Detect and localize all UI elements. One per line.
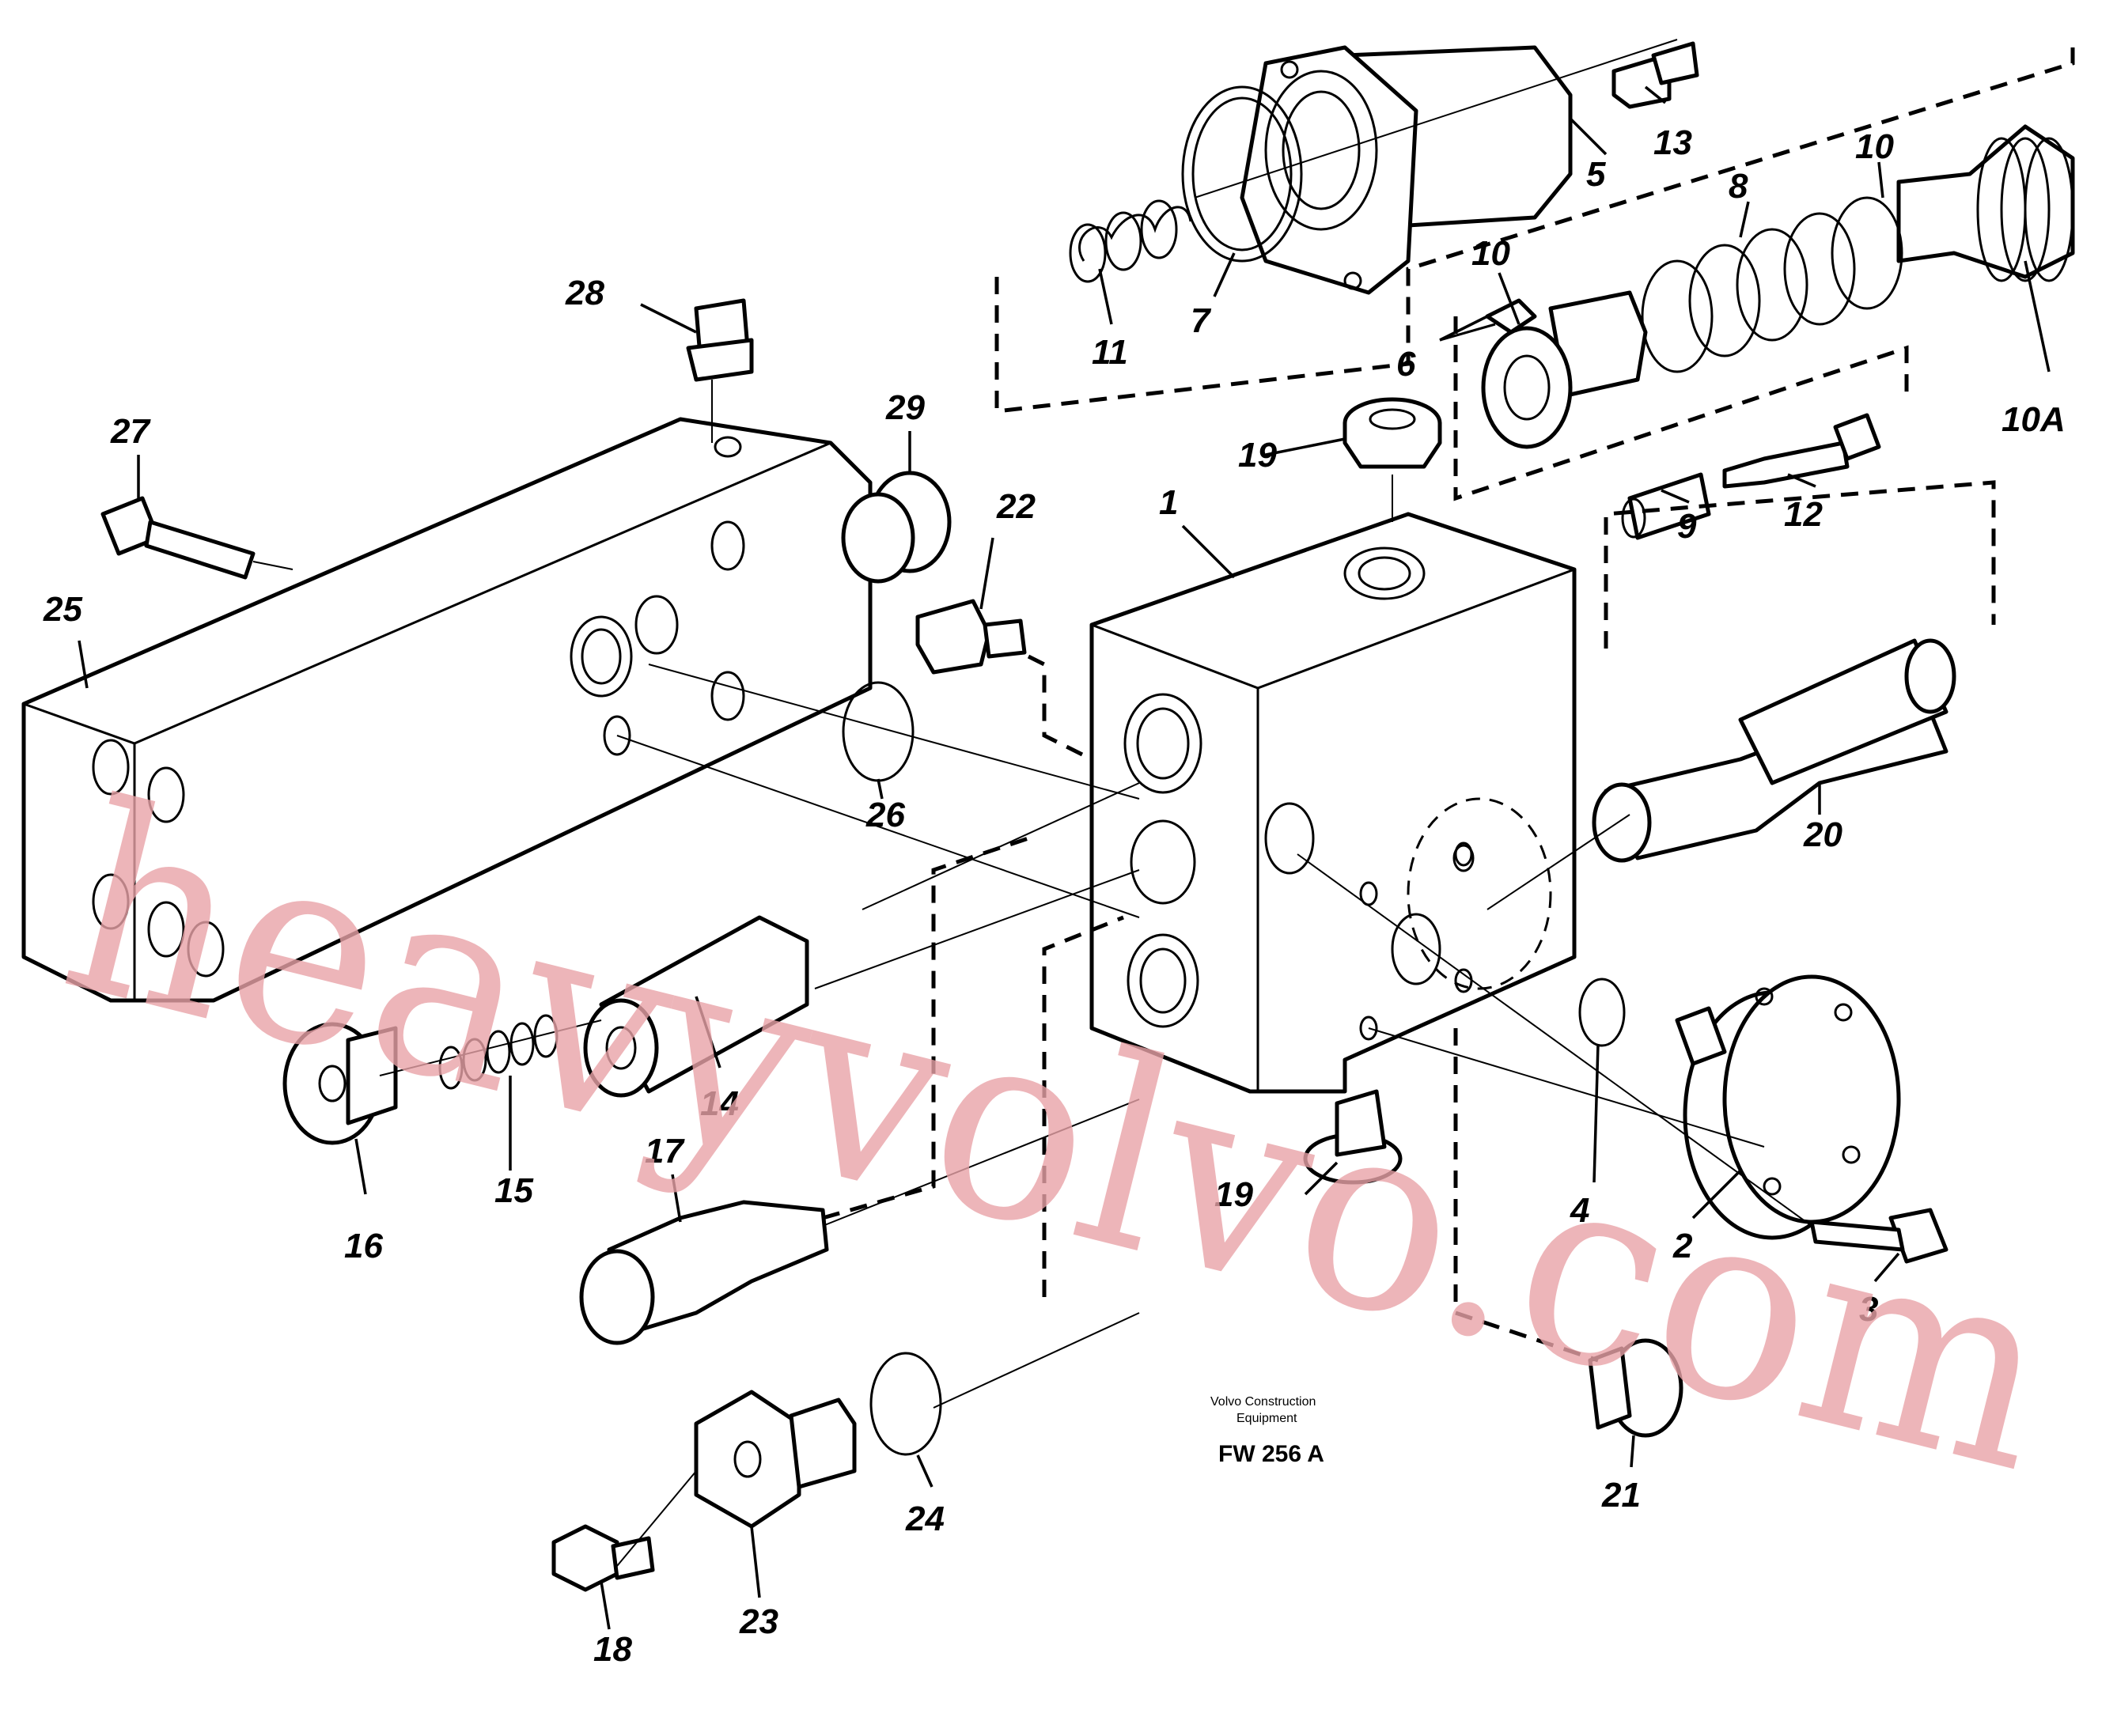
callout-6: 6 <box>1396 345 1416 384</box>
callout-29: 29 <box>885 388 925 427</box>
dashed-connector-23 <box>1042 915 1124 1297</box>
part-23-adapter <box>694 1390 857 1529</box>
part-4-o-ring <box>1578 978 1626 1047</box>
callout-10-a: 10 <box>1471 234 1510 273</box>
callout-16: 16 <box>344 1227 383 1265</box>
callout-labels: 1 2 3 4 5 6 7 8 9 10 10 10A 11 12 13 14 … <box>43 123 2066 1669</box>
part-8-spring <box>1641 196 1903 373</box>
figure-id: FW 256 A <box>1218 1441 1324 1467</box>
part-10-plunger <box>1896 124 2075 282</box>
callout-9: 9 <box>1677 507 1697 546</box>
part-22-fitting <box>915 599 1027 675</box>
part-18-fitting <box>551 1524 655 1592</box>
callout-26: 26 <box>865 796 905 834</box>
part-17-cartridge-valve <box>579 1200 829 1345</box>
part-15-spring <box>438 1014 559 1090</box>
callout-leaders <box>78 85 2051 1630</box>
part-19-plug-bottom <box>1303 1089 1403 1185</box>
callout-28: 28 <box>565 274 604 312</box>
part-2-cover-plate <box>1675 974 1901 1240</box>
callout-24: 24 <box>905 1500 945 1538</box>
callout-11: 11 <box>1092 333 1128 372</box>
group-outline-solenoid <box>994 47 2075 414</box>
callout-23: 23 <box>739 1602 778 1641</box>
callout-25: 25 <box>43 590 82 629</box>
part-11-spring <box>1069 199 1192 283</box>
callout-8: 8 <box>1729 167 1748 206</box>
callout-18: 18 <box>593 1630 632 1669</box>
part-1-valve-body <box>1089 512 1577 1094</box>
callout-15: 15 <box>494 1171 533 1210</box>
callout-10-b: 10 <box>1855 127 1894 166</box>
part-7-o-ring-inner <box>1191 96 1293 252</box>
part-24-o-ring <box>869 1352 942 1456</box>
part-7-o-ring <box>1181 85 1303 263</box>
part-26-o-ring <box>842 681 915 782</box>
part-19-plug-top <box>1343 397 1442 469</box>
callout-19-b: 19 <box>1214 1175 1253 1214</box>
callout-21: 21 <box>1601 1476 1641 1515</box>
callout-4: 4 <box>1570 1191 1589 1230</box>
part-29-plug <box>841 471 952 584</box>
part-3-bolt <box>1809 1208 1948 1264</box>
group-outline-spring <box>1453 316 1909 501</box>
callout-27: 27 <box>110 412 151 451</box>
part-20-valve-rod <box>1592 638 1956 863</box>
dashed-connector-17 <box>822 836 1029 1220</box>
part-16-plug <box>282 1022 398 1145</box>
callout-19-a: 19 <box>1238 436 1277 475</box>
callout-20: 20 <box>1803 815 1842 854</box>
part-9-sleeve <box>1621 472 1711 540</box>
part-27-bolt <box>100 496 256 580</box>
part-14-sleeve <box>583 915 809 1098</box>
callout-13: 13 <box>1653 123 1692 162</box>
callout-22: 22 <box>996 487 1036 526</box>
figure-caption: Volvo Construction Equipment FW 256 A <box>1210 1395 1324 1467</box>
dashed-connector-22 <box>1027 654 1093 762</box>
part-21-plug <box>1588 1338 1683 1438</box>
callout-12: 12 <box>1784 495 1823 534</box>
part-28-nipple <box>686 298 754 382</box>
callout-14: 14 <box>700 1084 739 1123</box>
assembly-axis-lines <box>252 39 1812 1567</box>
dashed-connector-21 <box>1453 1028 1599 1363</box>
part-25-manifold-plate <box>21 417 873 1003</box>
part-12-screw <box>1722 413 1881 489</box>
callout-1: 1 <box>1159 483 1178 522</box>
part-13-bleed-screw <box>1611 41 1699 109</box>
part-10-spring-seat <box>1481 290 1648 449</box>
callout-3: 3 <box>1859 1290 1878 1329</box>
callout-2: 2 <box>1672 1227 1693 1265</box>
callout-7: 7 <box>1191 301 1212 340</box>
caption-line-1: Volvo Construction <box>1210 1395 1316 1409</box>
caption-line-2: Equipment <box>1236 1412 1297 1425</box>
callout-5: 5 <box>1586 155 1606 194</box>
callout-17: 17 <box>645 1132 685 1171</box>
group-outline-12-9 <box>1604 480 1996 649</box>
part-6-screw <box>1439 298 1537 342</box>
callout-10A: 10A <box>2001 400 2066 439</box>
